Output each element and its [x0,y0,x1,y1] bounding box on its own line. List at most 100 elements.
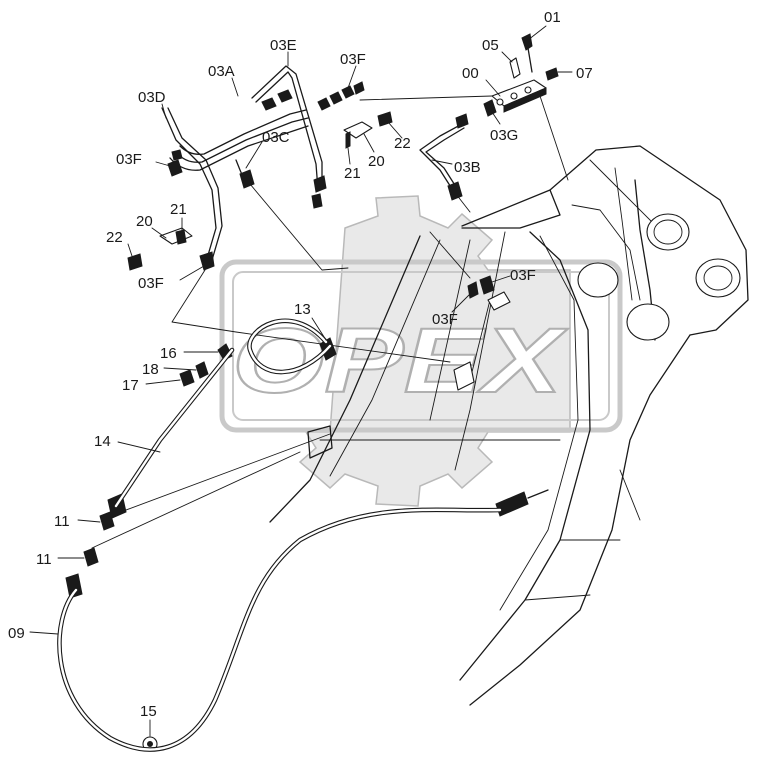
leader-long-upper [359,95,493,101]
clamp-21-top [345,131,351,149]
watermark-frame-inner [232,271,610,421]
boom-right-leg-inner [614,167,633,301]
leader-22-top [387,121,403,139]
leader-00 [485,79,501,97]
pipe-end-03c [239,169,255,189]
boom-hole-4 [626,303,670,341]
adapters-03f-top [317,81,365,111]
leader-05 [501,51,513,63]
leader-03f-mid [179,265,205,281]
adapter-03f-t4 [353,81,365,95]
boom-plate-line-2 [589,159,661,231]
watermark-frame [219,259,623,433]
valve-port-2 [510,92,518,100]
hose-09 [57,507,503,752]
pipe-03e-2 [255,71,319,191]
callout-11-lower: 11 [36,551,52,568]
leader-03g [491,111,501,125]
leader-11-upper [109,433,331,517]
callout-22-top: 22 [394,135,411,152]
boom-plate-edge [461,189,561,229]
hose-09-end-right [495,491,529,517]
clamp-20-left [159,227,193,245]
leader-03f-low [451,291,473,313]
boom-hole-2 [695,258,741,298]
boom-bracket [307,425,333,459]
leader-22-left [127,243,133,257]
fitting-05 [509,57,521,79]
adapter-03f-t3 [341,85,355,99]
pipe-03d-2 [167,107,223,261]
fitting-11-upper [99,511,115,531]
pipe-end-2 [277,89,293,103]
pipe-end-4 [311,193,323,209]
boom-outline-top [461,145,749,336]
boom-hole-rim-2 [703,265,733,291]
leader-03a [231,77,239,97]
clamp-mid [487,291,511,311]
callout-labels: 01 05 03E 03F 00 07 03A 03D 03C 22 03G 2… [8,9,593,720]
callout-13: 13 [294,301,311,318]
clamp-15-center [147,741,153,747]
clamp-20-top [343,121,373,139]
boom-rib-3 [619,469,641,521]
boom-diagonal-2 [454,231,506,471]
leader-17 [145,379,181,385]
adapter-03f-t1 [317,97,331,111]
leader-11-lower [91,451,301,549]
plug-07 [545,67,559,81]
leader-00-down [539,95,569,181]
hose-09-tail [527,489,549,499]
leader-right-bracket [469,299,491,381]
leader-03f-top [347,65,357,89]
hose-09-end-left [65,573,83,599]
boom-hole-1 [646,213,690,251]
leader-03b-lbl [431,159,453,165]
hoses [57,318,549,752]
callout-leaders [29,25,573,737]
callout-01: 01 [544,9,561,26]
pipe-03d [161,107,217,263]
leader-03f-right [491,275,511,283]
adapter-03f-t2 [329,91,343,105]
hose-09-inner [58,508,502,751]
fitting-17 [179,369,195,387]
callout-03c: 03C [262,129,290,146]
boom-structure [269,145,749,706]
leader-18 [163,367,197,371]
callout-03f-right: 03F [510,267,536,284]
leader-03f-routing [171,269,451,363]
pipe-end-03b-top [455,113,469,129]
callout-03f-low: 03F [432,311,458,328]
fitting-18 [195,361,209,379]
leader-11-u [77,519,101,523]
boom-web-inner [499,235,579,611]
valve-port-1 [496,98,504,106]
callout-21-left: 21 [170,201,187,218]
boom-hole-rim-1 [653,219,683,245]
callout-03d: 03D [138,89,166,106]
callout-05: 05 [482,37,499,54]
leader-03f-left [155,161,171,167]
leader-03d [161,103,167,119]
leader-20-top [363,133,375,153]
adapter-03f-mid-1 [479,275,495,295]
pipe-end-03d-bot [199,251,215,271]
callout-14: 14 [94,433,111,450]
pipe-03b-2 [425,127,465,191]
bolt-01-shank [527,47,533,73]
callout-00: 00 [462,65,479,82]
boom-rib-2 [524,594,591,601]
callout-21-top: 21 [344,165,361,182]
pipe-end-1 [261,97,277,111]
callout-16: 16 [160,345,177,362]
callout-03a: 03A [208,63,235,80]
boom-outline-lower [469,334,691,706]
valve-block-shade [503,87,547,113]
fitting-11-lower [83,547,99,567]
callout-20-left: 20 [136,213,153,230]
bolt-22-left [127,253,143,271]
fitting-03g [483,99,497,117]
